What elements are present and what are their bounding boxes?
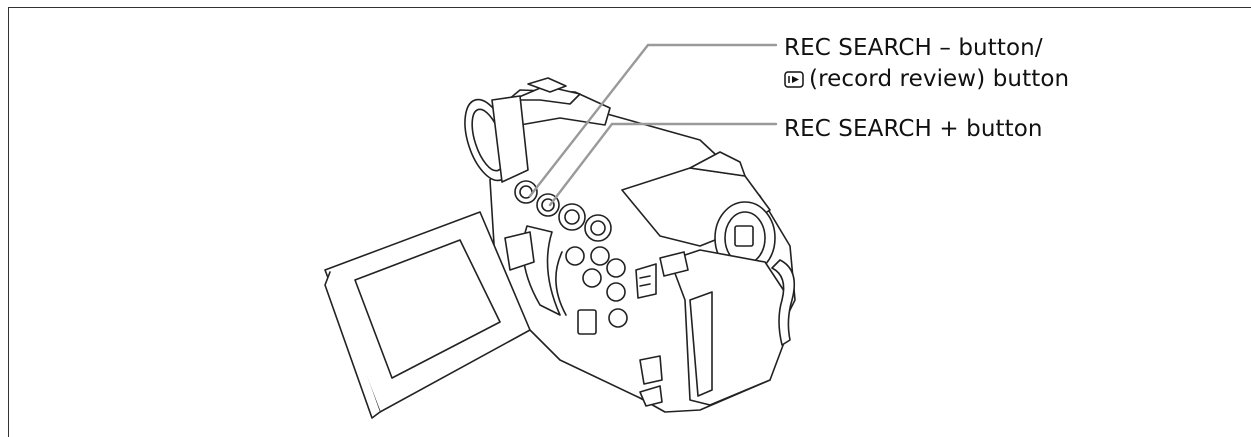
label-record-review: (record review) button xyxy=(784,64,1069,95)
frame-top-border xyxy=(8,7,1251,8)
label-rec-search-plus: REC SEARCH + button xyxy=(784,114,1043,145)
leader-line-rec-search-minus xyxy=(528,43,778,198)
rec-search-minus-text: REC SEARCH – button/ xyxy=(784,35,1043,61)
leader-line-rec-search-plus xyxy=(548,122,778,207)
record-review-icon xyxy=(784,71,804,88)
lcd-hinge xyxy=(504,231,535,271)
frame-left-border xyxy=(8,7,9,437)
record-review-text: (record review) button xyxy=(809,66,1070,92)
rec-search-plus-text: REC SEARCH + button xyxy=(784,116,1043,142)
lcd-screen xyxy=(354,239,501,379)
label-rec-search-minus: REC SEARCH – button/ xyxy=(784,33,1043,64)
